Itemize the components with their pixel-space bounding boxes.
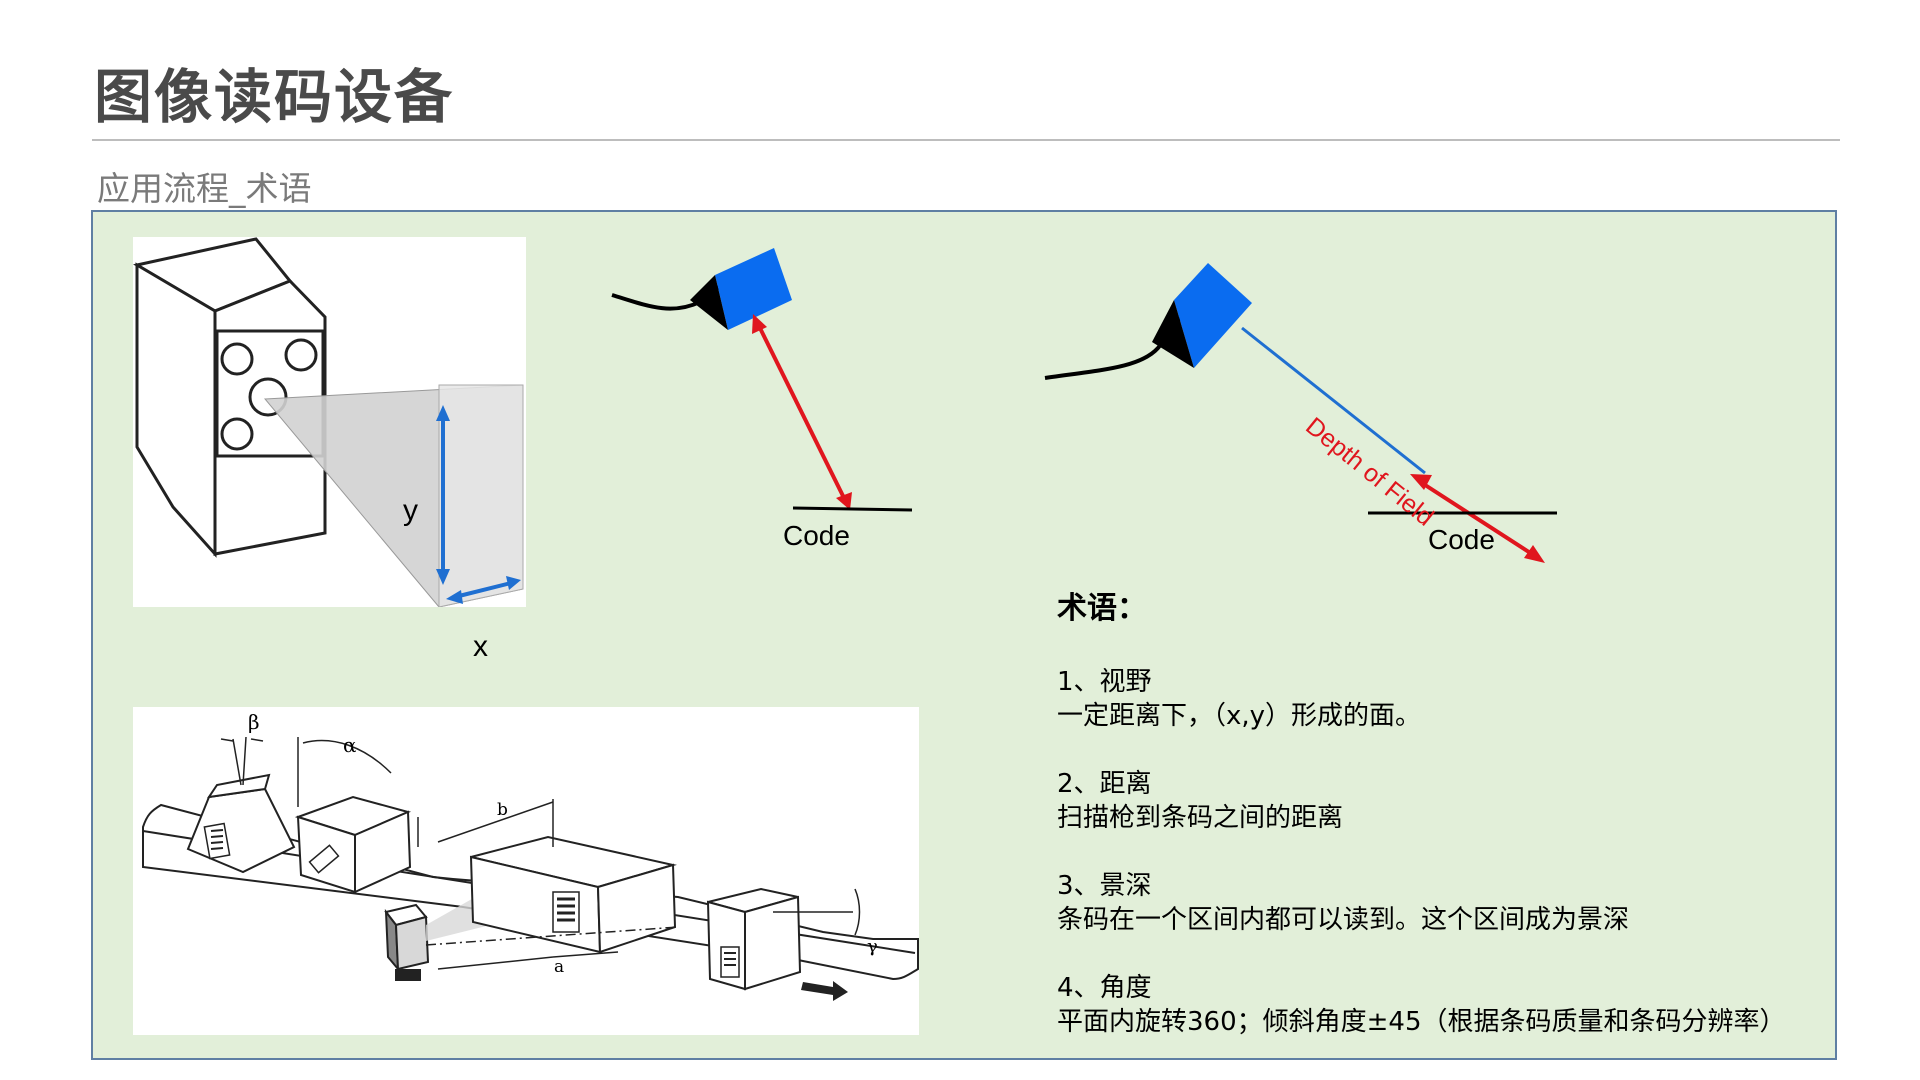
fov-x-label: x	[473, 630, 488, 663]
term-desc: 条码在一个区间内都可以读到。这个区间成为景深	[1057, 905, 1630, 935]
terms-heading: 术语：	[1057, 591, 1147, 626]
term-title: 3、景深	[1057, 871, 1152, 901]
term-desc: 扫描枪到条码之间的距离	[1057, 803, 1344, 833]
fov-figure	[133, 237, 526, 607]
fov-y-label: y	[403, 494, 418, 527]
angle-b-label: b	[497, 800, 508, 820]
page-subtitle: 应用流程_术语	[97, 169, 312, 208]
dof-drawing	[1044, 263, 1557, 563]
term-item: 3、景深 条码在一个区间内都可以读到。这个区间成为景深	[1057, 869, 1847, 937]
scanner-icon	[1174, 263, 1252, 368]
fov-drawing	[133, 237, 524, 607]
angle-gamma-label: γ	[867, 936, 878, 957]
term-title: 4、角度	[1057, 973, 1152, 1003]
term-item: 4、角度 平面内旋转360；倾斜角度±45（根据条码质量和条码分辨率）	[1057, 971, 1847, 1039]
term-title: 2、距离	[1057, 769, 1152, 799]
scanner-icon	[715, 248, 792, 330]
terms-section: 术语： 1、视野 一定距离下，（x,y）形成的面。 2、距离 扫描枪到条码之间的…	[1057, 583, 1847, 1073]
angle-beta-label: β	[248, 710, 260, 734]
angle-a-label: a	[554, 957, 565, 977]
term-desc: 一定距离下，（x,y）形成的面。	[1057, 701, 1422, 731]
term-title: 1、视野	[1057, 667, 1152, 697]
distance-code-label: Code	[783, 520, 850, 551]
term-item: 1、视野 一定距离下，（x,y）形成的面。	[1057, 665, 1847, 733]
angle-alpha-label: α	[343, 733, 357, 757]
distance-drawing	[611, 248, 913, 512]
angle-figure	[133, 707, 919, 1035]
title-divider	[92, 139, 1840, 141]
dof-code-label: Code	[1428, 524, 1495, 555]
angle-drawing	[142, 736, 919, 1001]
term-item: 2、距离 扫描枪到条码之间的距离	[1057, 767, 1847, 835]
term-desc: 平面内旋转360；倾斜角度±45（根据条码质量和条码分辨率）	[1057, 1007, 1786, 1037]
page-title: 图像读码设备	[94, 63, 455, 131]
